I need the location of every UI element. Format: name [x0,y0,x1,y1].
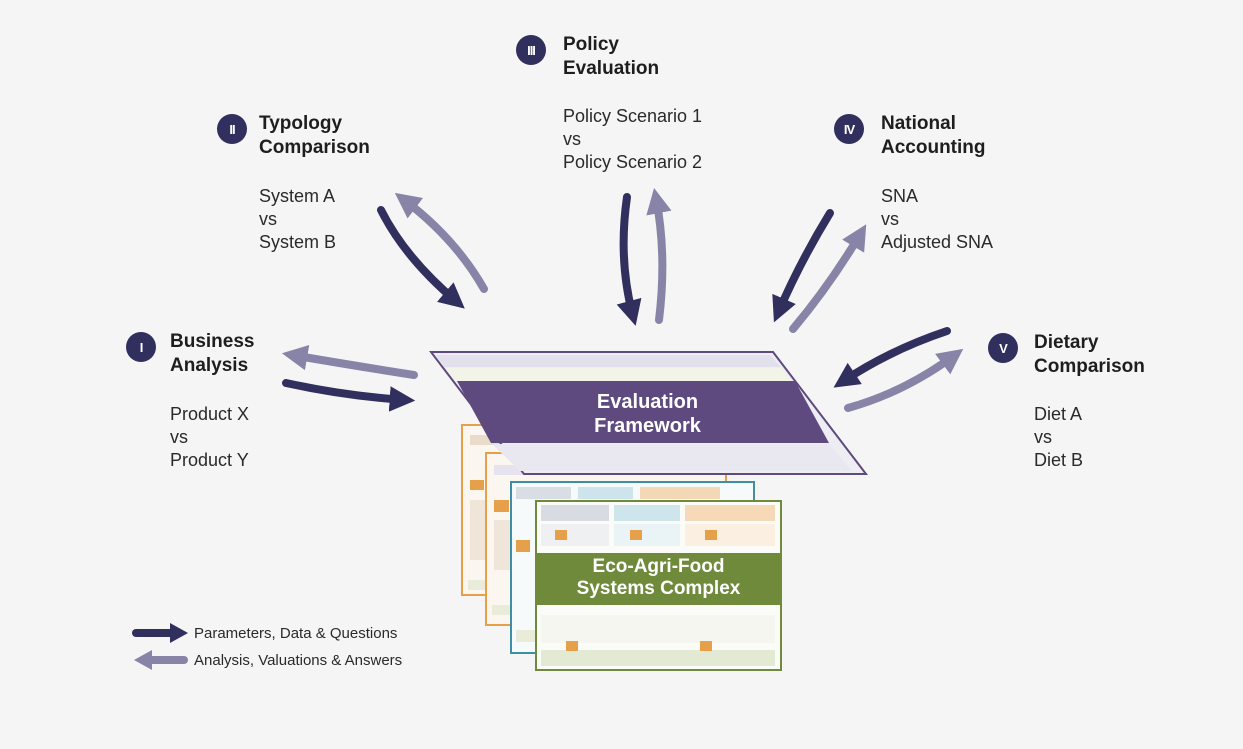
typology-title-line1: Typology [259,113,343,134]
arrow-out-policy [616,193,642,326]
business-title-line2: Analysis [170,355,249,376]
arrow-in-national [789,224,867,333]
use-case-title-dietary: Dietary Comparison [1034,331,1145,379]
business-title-line1: Business [170,331,255,352]
policy-option-b: Policy Scenario 2 [563,152,703,172]
numeral-badge-v: V [988,333,1018,363]
numeral-badge-iii: III [516,35,546,65]
eco-agri-food-line1: Eco-Agri-Food [592,556,725,577]
arrow-in-policy [646,187,672,324]
use-case-title-business: Business Analysis [170,330,254,378]
light-arrow-icon [134,650,188,670]
numeral-badge-ii: II [217,114,247,144]
business-option-b: Product Y [170,450,249,470]
evaluation-framework-label: Evaluation Framework [565,390,730,438]
dietary-title-line2: Comparison [1034,356,1145,377]
dietary-title-line1: Dietary [1034,332,1099,353]
national-option-a: SNA [881,186,919,206]
eco-agri-food-band [536,553,781,605]
typology-vs: vs [259,209,277,229]
typology-option-b: System B [259,232,337,252]
policy-vs: vs [563,129,581,149]
national-title-line1: National [881,113,956,134]
eco-agri-food-label: Eco-Agri-Food Systems Complex [536,556,781,600]
arrow-out-typology [377,206,465,309]
arrow-in-typology [394,192,488,293]
national-option-b: Adjusted SNA [881,232,994,252]
evaluation-framework-line1: Evaluation [596,391,699,413]
policy-option-a: Policy Scenario 1 [563,106,703,126]
business-vs: vs [170,427,188,447]
dietary-vs: vs [1034,427,1052,447]
arrow-out-dietary [833,327,951,388]
legend-item-analysis: Analysis, Valuations & Answers [132,650,402,670]
evaluation-framework-line2: Framework [594,415,701,437]
national-vs: vs [881,209,899,229]
typology-title-line2: Comparison [259,137,370,158]
dark-arrow-icon [132,623,188,643]
policy-title-line2: Evaluation [563,58,660,79]
legend-label-parameters: Parameters, Data & Questions [194,624,398,642]
dietary-option-b: Diet B [1034,450,1084,470]
use-case-compare-typology: System A vs System B [259,185,336,254]
national-title-line2: Accounting [881,137,986,158]
business-option-a: Product X [170,404,250,424]
use-case-title-policy: Policy Evaluation [563,33,659,81]
typology-option-a: System A [259,186,336,206]
arrow-in-business [281,344,418,379]
legend-item-parameters: Parameters, Data & Questions [132,623,397,643]
policy-title-line1: Policy [563,34,619,55]
use-case-title-national: National Accounting [881,112,986,160]
numeral-badge-iv: IV [834,114,864,144]
dietary-option-a: Diet A [1034,404,1083,424]
use-case-compare-policy: Policy Scenario 1 vs Policy Scenario 2 [563,105,702,174]
eco-agri-food-line2: Systems Complex [576,578,741,599]
legend-label-analysis: Analysis, Valuations & Answers [194,651,403,669]
arrow-out-business [282,379,416,412]
arrow-in-dietary [844,348,964,412]
use-case-compare-dietary: Diet A vs Diet B [1034,403,1083,472]
use-case-compare-business: Product X vs Product Y [170,403,249,472]
use-case-title-typology: Typology Comparison [259,112,370,160]
numeral-badge-i: I [126,332,156,362]
use-case-compare-national: SNA vs Adjusted SNA [881,185,993,254]
evaluation-framework-plane [428,351,869,475]
arrow-out-national [772,209,834,323]
